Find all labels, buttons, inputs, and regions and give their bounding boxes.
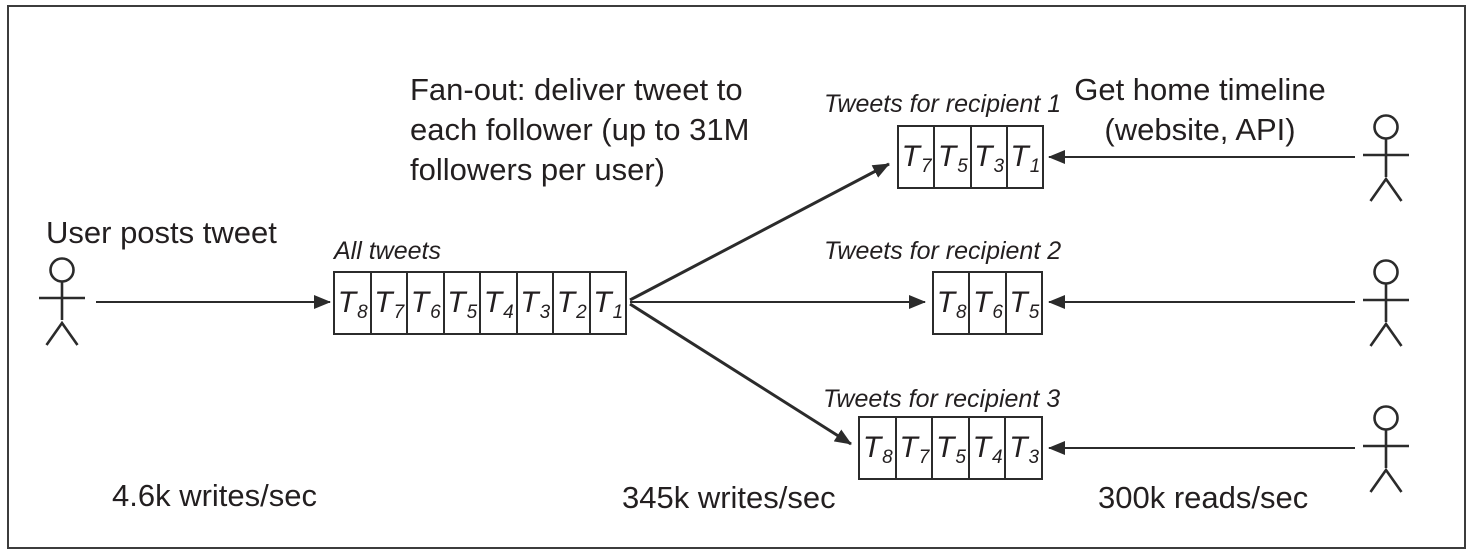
get-home-timeline-line-1: Get home timeline: [1074, 72, 1326, 107]
reader-1-stick-figure-person-icon: [1363, 114, 1409, 202]
reader-2-stick-figure-person-icon: [1363, 259, 1409, 347]
recipient-3-queue-title: Tweets for recipient 3: [823, 385, 1061, 413]
recipient-1-queue-title: Tweets for recipient 1: [824, 90, 1062, 118]
write-rate-label: 4.6k writes/sec: [112, 478, 318, 513]
actors: [39, 114, 1409, 493]
read-arrows: [1048, 150, 1355, 455]
user-posts-tweet-label: User posts tweet: [46, 215, 277, 250]
get-home-timeline-label: Get home timeline (website, API): [1066, 70, 1334, 150]
posting-user-stick-figure-person-icon: [39, 257, 85, 346]
diagram-border: [7, 5, 1466, 549]
fanout-write-rate-label: 345k writes/sec: [622, 480, 836, 515]
reader-3-stick-figure-person-icon: [1363, 405, 1409, 493]
all-tweets-queue-title: All tweets: [334, 237, 441, 265]
recipient-2-queue-title: Tweets for recipient 2: [824, 237, 1062, 265]
fanout-description: Fan-out: deliver tweet to each follower …: [410, 70, 749, 190]
get-home-timeline-line-2: (website, API): [1104, 112, 1296, 147]
fanout-description-line-1: Fan-out: deliver tweet to: [410, 72, 743, 107]
fanout-description-line-2: each follower (up to 31M: [410, 112, 750, 147]
fanout-description-line-3: followers per user): [410, 152, 665, 187]
fanout-arrow-recipient-1: [629, 162, 890, 302]
fanout-arrows: [629, 162, 926, 446]
fanout-arrow-recipient-3: [629, 302, 852, 446]
read-rate-label: 300k reads/sec: [1098, 480, 1309, 515]
